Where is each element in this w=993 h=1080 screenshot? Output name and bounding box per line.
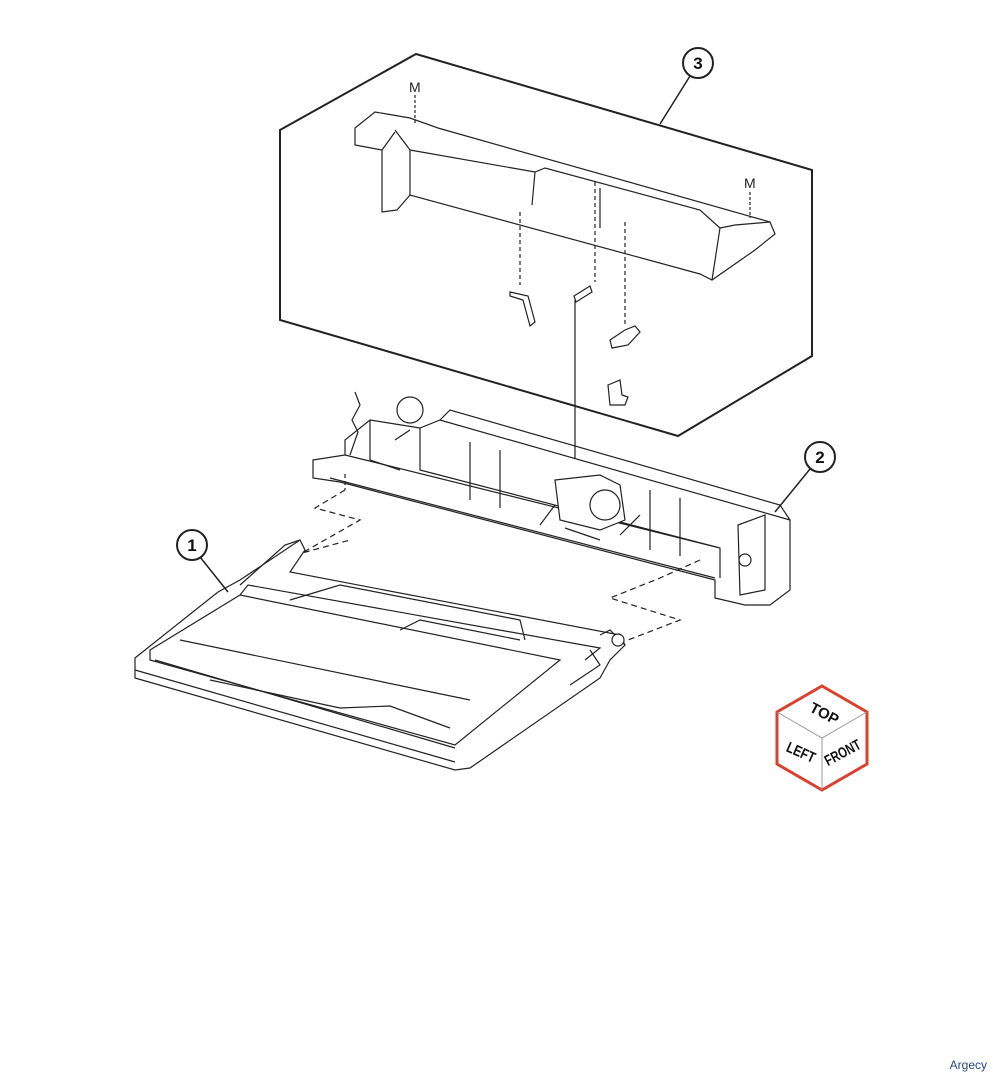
callout-3: 3	[659, 47, 714, 125]
upper-guide-assembly	[354, 95, 776, 406]
callout-1: 1	[176, 529, 229, 593]
callout-2: 2	[774, 441, 836, 513]
watermark: Argecy	[949, 1058, 987, 1072]
callout-1-label: 1	[187, 536, 196, 555]
callout-2-label: 2	[815, 448, 824, 467]
pick-frame-assembly	[301, 300, 791, 641]
m-marker-left: M	[409, 79, 421, 95]
item-3-detail-box	[279, 52, 813, 438]
orientation-cube: TOP LEFT FRONT	[775, 684, 869, 792]
manual-feed-tray	[134, 539, 626, 771]
m-marker-right: M	[744, 175, 756, 191]
callout-3-label: 3	[693, 54, 702, 73]
